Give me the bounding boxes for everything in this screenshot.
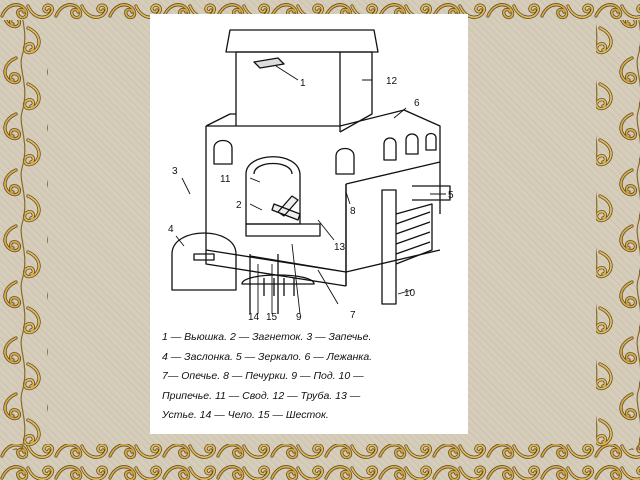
label-2: 2 — [236, 200, 242, 211]
niche-side-1 — [405, 133, 419, 155]
label-15: 15 — [266, 312, 278, 323]
legend-line-3: 7— Опечье. 8 — Печурки. 9 — Под. 10 — — [162, 370, 364, 382]
label-11: 11 — [220, 174, 231, 185]
grille-bars — [263, 278, 295, 296]
label-12: 12 — [386, 76, 398, 87]
callout-labels: 1 2 3 4 5 6 7 8 9 10 11 12 13 14 15 — [168, 76, 454, 323]
hearth-shelf — [245, 223, 321, 237]
chimney-cap — [225, 29, 379, 53]
pod-grille — [241, 274, 315, 285]
niche-side-2 — [425, 132, 437, 151]
label-14: 14 — [248, 312, 260, 323]
stove-top — [205, 109, 441, 162]
label-5: 5 — [448, 190, 454, 201]
label-1: 1 — [300, 78, 306, 89]
mirror-panel — [412, 185, 451, 201]
diagram-panel: 1 2 3 4 5 6 7 8 9 10 11 12 13 14 15 1 — … — [150, 14, 468, 434]
damper — [253, 57, 285, 69]
bench-slats — [395, 211, 431, 255]
leader-lines — [175, 65, 446, 315]
pod-tile-left — [249, 254, 279, 314]
diagram-legend: 1 — Вьюшка. 2 — Загнеток. 3 — Запечье. 4… — [162, 328, 460, 426]
niche-right — [335, 147, 355, 175]
label-9: 9 — [296, 312, 302, 323]
label-6: 6 — [414, 98, 420, 109]
firewood — [271, 195, 301, 221]
label-13: 13 — [334, 242, 346, 253]
legend-line-2: 4 — Заслонка. 5 — Зеркало. 6 — Лежанка. — [162, 350, 373, 363]
bench — [381, 189, 433, 305]
vault-lines — [253, 162, 293, 175]
label-8: 8 — [350, 206, 356, 217]
oven-mouth — [245, 156, 301, 225]
label-4: 4 — [168, 224, 174, 235]
niche-left — [213, 139, 233, 165]
legend-line-1: 1 — Вьюшка. 2 — Загнеток. 3 — Запечье. — [162, 331, 372, 343]
door-handle — [193, 253, 215, 261]
ledge — [205, 249, 441, 273]
russian-stove-diagram: 1 2 3 4 5 6 7 8 9 10 11 12 13 14 15 — [168, 29, 454, 323]
label-10: 10 — [404, 288, 416, 299]
legend-line-5: Устье. 14 — Чело. 15 — Шесток. — [162, 409, 329, 421]
stove-side — [345, 161, 441, 286]
niche-small — [383, 137, 397, 161]
legend-line-4: Припечье. 11 — Свод. 12 — Труба. 13 — — [162, 389, 361, 402]
label-3: 3 — [172, 166, 178, 177]
label-7: 7 — [350, 310, 356, 321]
stoker-door — [171, 232, 237, 291]
